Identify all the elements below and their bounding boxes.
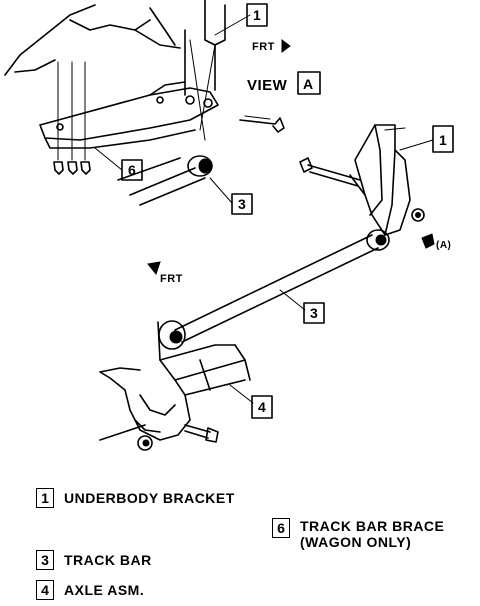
legend-item-axle-asm: 4 AXLE ASM. [36,580,144,600]
legend-text-group: TRACK BAR BRACE (WAGON ONLY) [300,518,444,550]
track-bar-illustration [174,234,379,343]
view-a-reference: (A) [421,233,451,251]
legend-number-box: 1 [36,488,54,508]
frt-arrow-top-icon [281,39,291,53]
frt-label-top: FRT [252,41,275,53]
legend-text: TRACK BAR BRACE [300,518,445,534]
callout-3-view: 3 [231,193,253,215]
callout-1-top: 1 [246,3,268,27]
legend-text-secondary: (WAGON ONLY) [300,534,412,550]
frt-arrow-middle: FRT [147,261,183,285]
legend-number-box: 6 [272,518,290,538]
legend-text: TRACK BAR [64,552,152,568]
frt-arrow-middle-icon [147,261,161,276]
callout-4: 4 [251,395,273,419]
legend-item-underbody-bracket: 1 UNDERBODY BRACKET [36,488,235,508]
callout-1-right-num: 1 [439,132,447,148]
callout-3-view-num: 3 [238,196,246,212]
legend-text: UNDERBODY BRACKET [64,490,235,506]
view-a-ref-arrow-icon [421,233,435,249]
callout-4-num: 4 [258,399,266,415]
axle-illustration [99,320,254,451]
right-bracket-illustration [299,124,434,251]
legend-item-track-bar-brace: 6 TRACK BAR BRACE (WAGON ONLY) [272,518,444,550]
callout-3-main-num: 3 [310,305,318,321]
frt-arrow-top: FRT [252,39,291,53]
legend-number-box: 4 [36,580,54,600]
view-a-label: VIEW A [247,71,321,95]
callout-1-top-num: 1 [253,7,261,23]
view-label-letter: A [303,76,313,92]
legend-item-track-bar: 3 TRACK BAR [36,550,152,570]
callout-6-num: 6 [128,162,136,178]
view-label-word: VIEW [247,77,288,94]
view-a-illustration [4,0,285,206]
callout-1-right: 1 [432,125,454,153]
frt-label-middle: FRT [160,273,183,285]
legend-text: AXLE ASM. [64,582,145,598]
callout-3-main: 3 [303,302,325,324]
legend-number-box: 3 [36,550,54,570]
callout-6: 6 [121,159,143,181]
view-a-ref-label: (A) [436,240,451,251]
